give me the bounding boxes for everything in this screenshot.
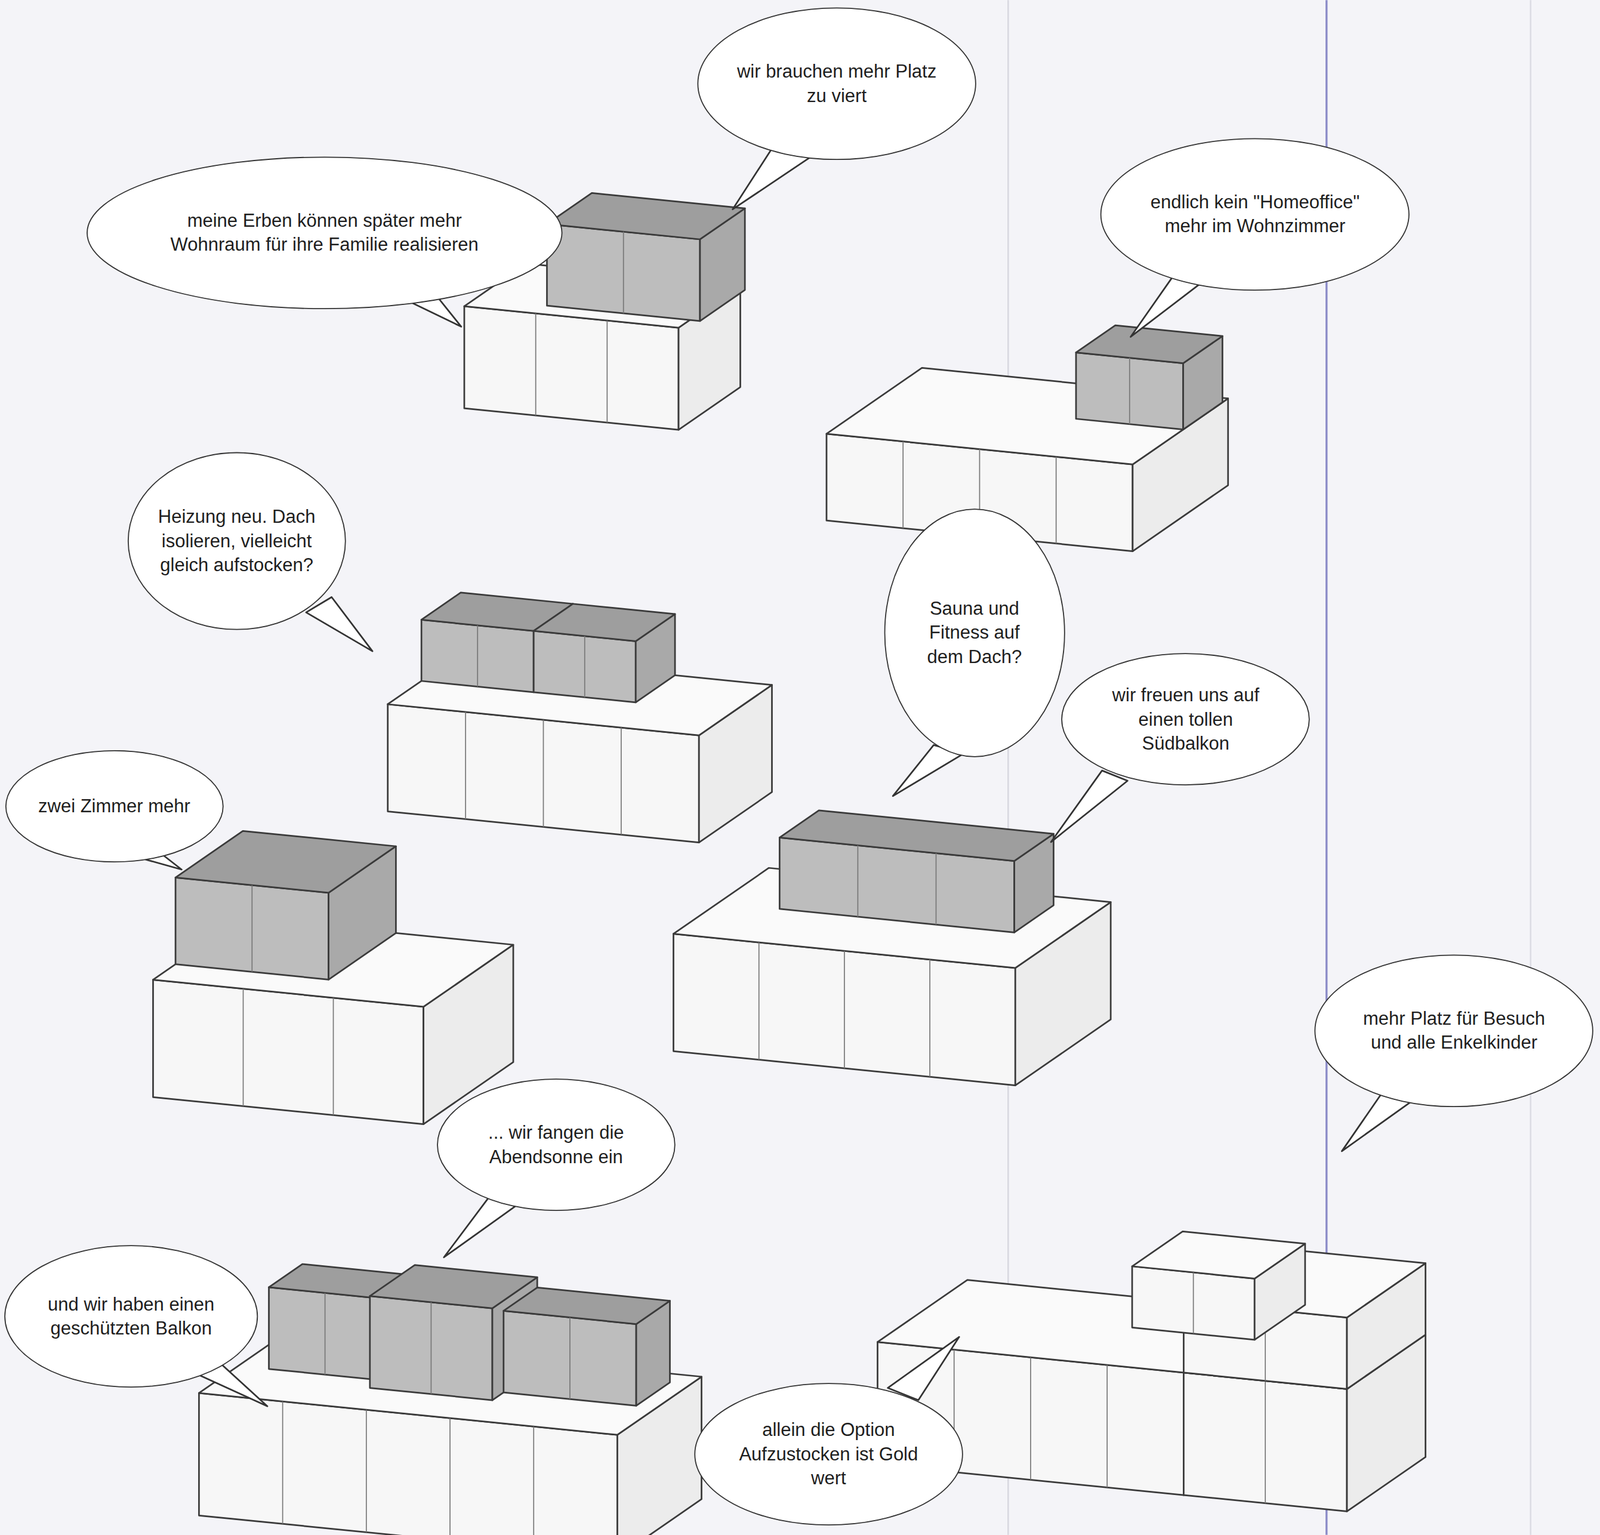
wall-line [324,1292,326,1375]
bubble-text: ... wir fangen die Abendsonne ein [469,1120,643,1170]
bubble-text: zwei Zimmer mehr [35,794,194,819]
wall-line [843,950,846,1069]
wall-line [1192,1272,1195,1334]
wall-line [1055,456,1057,544]
speech-bubble: endlich kein "Homeoffice" mehr im Wohnzi… [1099,137,1411,291]
building-face [503,1310,637,1406]
speech-bubble: ... wir fangen die Abendsonne ein [436,1078,677,1211]
speech-bubble: Heizung neu. Dach isolieren, vielleicht … [127,451,347,631]
bubble-ellipse [437,1079,675,1211]
wall-line [1264,1380,1266,1504]
bubble-tail [444,1195,516,1258]
building-face [370,1265,538,1309]
wall-line [606,320,608,423]
speech-bubble: allein die Option Aufzustocken ist Gold … [693,1382,964,1526]
bubble-text: meine Erben können später mehr Wohnraum … [151,208,498,258]
building-face [175,877,329,980]
guide-line [1529,0,1532,1535]
wall-line [1030,1357,1032,1480]
wall-line [430,1302,433,1395]
wall-line [929,959,931,1078]
bubble-outline [1313,954,1595,1108]
speech-bubble: wir freuen uns auf einen tollen Südbalko… [1060,652,1311,786]
speech-bubble: mehr Platz für Besuch und alle Enkelkind… [1313,954,1595,1108]
building-face [533,603,675,642]
wall-line [543,719,545,828]
wall-line [623,231,625,314]
wall-line [251,885,253,972]
wall-line [449,1417,451,1535]
wall-line [365,1409,368,1532]
building-face [370,1296,493,1401]
wall-line [935,853,937,926]
building-face [503,1287,671,1324]
bubble-ellipse [1315,954,1593,1107]
bubble-text: allein die Option Aufzustocken ist Gold … [731,1417,926,1491]
bubble-tail [306,596,373,652]
building-face [269,1287,382,1381]
building-face [546,192,745,240]
bubble-outline [3,1244,259,1388]
speech-bubble: meine Erben können später mehr Wohnraum … [84,156,565,310]
bubble-text: Heizung neu. Dach isolieren, vielleicht … [157,504,316,578]
wall-line [584,636,586,698]
wall-line [532,1426,535,1535]
wall-line [476,625,479,687]
bubble-tail [1130,275,1204,338]
bubble-text: wir brauchen mehr Platz zu viert [735,59,939,109]
bubble-outline [436,1078,677,1211]
wall-line [857,845,859,917]
speech-bubble: Sauna und Fitness auf dem Dach? [883,507,1066,758]
bubble-tail [888,1336,960,1401]
building-face [1183,1372,1347,1512]
bubble-ellipse [694,1383,963,1525]
wall-line [333,997,335,1116]
wall-line [1129,358,1131,425]
building-face [1076,352,1184,430]
wall-line [569,1317,571,1399]
bubble-text: wir freuen uns auf einen tollen Südbalko… [1095,683,1276,756]
building-face [546,223,700,321]
building-face [1076,325,1223,363]
bubble-ellipse [5,750,224,862]
bubble-ellipse [128,452,346,630]
speech-bubble: zwei Zimmer mehr [4,750,225,863]
bubble-outline [84,156,565,310]
wall-line [902,441,904,529]
wall-line [242,988,245,1107]
wall-line [282,1401,284,1524]
building-face [533,630,636,703]
wall-line [620,727,622,835]
wall-line [535,313,537,416]
bubble-ellipse [1101,138,1410,291]
bubble-ellipse [4,1245,258,1387]
speech-bubble: wir brauchen mehr Platz zu viert [696,7,977,160]
bubble-text: und wir haben einen geschützten Balkon [39,1292,224,1341]
building-face [779,810,1054,862]
bubble-text: endlich kein "Homeoffice" mehr im Wohnzi… [1142,190,1367,239]
wall-line [758,942,760,1060]
building-face [1132,1231,1306,1279]
bubble-text: mehr Platz für Besuch und alle Enkelkind… [1352,1006,1556,1056]
bubble-ellipse [697,7,976,160]
bubble-outline [696,7,977,160]
wall-line [464,711,467,820]
bubble-text: Sauna und Fitness auf dem Dach? [908,596,1040,670]
bubble-ellipse [884,509,1065,757]
bubble-ellipse [87,156,563,309]
building-face [421,619,534,692]
speech-bubble: und wir haben einen geschützten Balkon [3,1244,259,1388]
wall-line [1106,1364,1108,1488]
building-face [175,830,396,893]
bubble-tail [1050,770,1128,843]
bubble-ellipse [1061,653,1310,785]
bubble-outline [1099,137,1411,291]
